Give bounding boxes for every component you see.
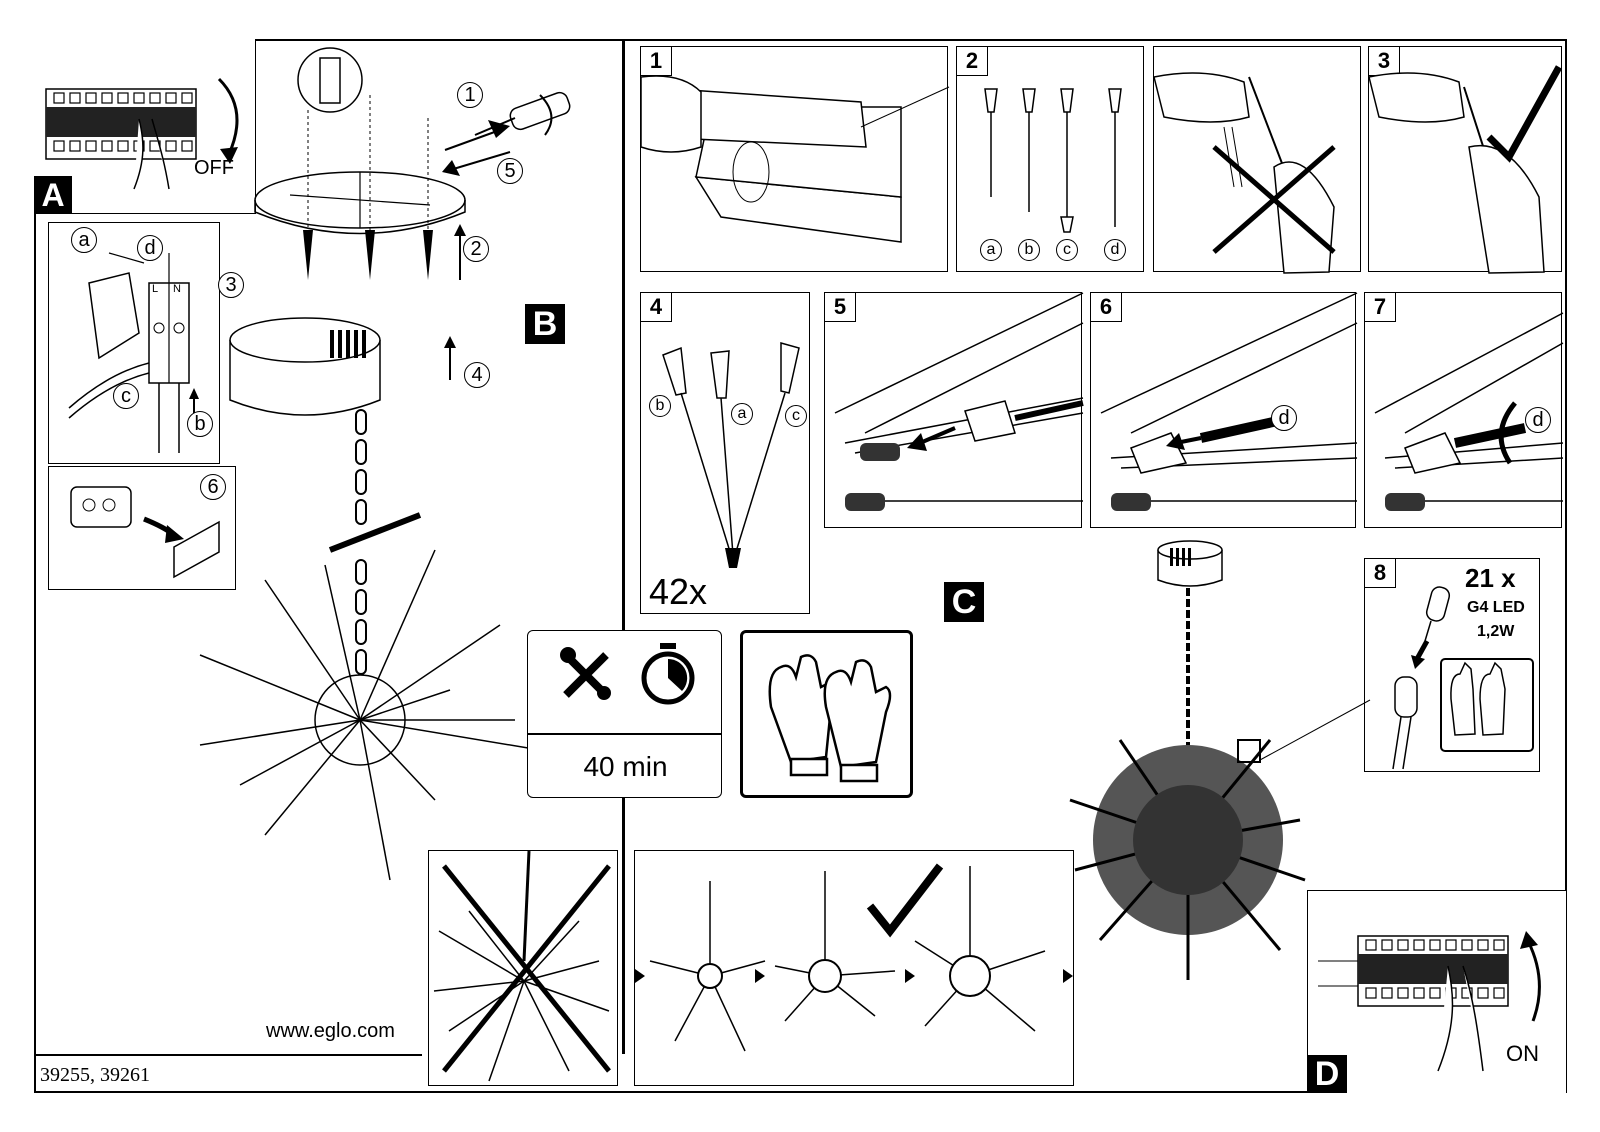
page-frame — [34, 39, 1567, 1093]
step-6-number: 6 — [1090, 292, 1122, 322]
twist-label-d: d — [1525, 407, 1551, 433]
step-1-panel: 1 — [640, 46, 950, 272]
section-b-badge: B — [525, 304, 565, 344]
wire-label-b: b — [187, 411, 213, 437]
connector-drawing — [70, 486, 220, 579]
marker-3: 3 — [218, 272, 244, 298]
tube-label-a: a — [980, 239, 1002, 261]
step-5-panel: 5 — [824, 292, 1084, 528]
gloves-box — [740, 630, 913, 798]
bulb-type: G4 LED — [1467, 599, 1525, 616]
footer-divider — [34, 1054, 422, 1056]
terminal-block-drawing — [68, 252, 199, 453]
section-c-badge: C — [944, 582, 984, 622]
correct-handling-drawing — [1368, 65, 1563, 274]
breaker-on-icon — [1318, 931, 1541, 1072]
step-3-number: 3 — [1368, 46, 1400, 76]
marker-2: 2 — [463, 236, 489, 262]
step-3-panel: 3 — [1368, 46, 1563, 274]
marker-4: 4 — [464, 362, 490, 388]
incorrect-handling-panel — [1153, 46, 1361, 274]
assembly-time: 40 min — [583, 751, 668, 782]
bulb-wattage: 1,2W — [1477, 623, 1515, 640]
step-8-number: 8 — [1364, 558, 1396, 588]
tube-count: 42x — [649, 571, 708, 612]
terminal-letter-n: N — [173, 283, 181, 295]
wire-label-d: d — [137, 235, 163, 261]
assembly-label-a: a — [731, 403, 753, 425]
correct-lamp-sequence-drawing — [635, 863, 1073, 1052]
unpacking-drawing — [640, 75, 950, 243]
twist-rod-drawing — [1374, 312, 1564, 511]
section-a-badge: A — [34, 176, 72, 214]
assembly-label-b: b — [649, 395, 671, 417]
incorrect-lamp-drawing — [433, 850, 611, 1082]
step-2-number: 2 — [956, 46, 988, 76]
tube-types-drawing — [984, 88, 1122, 233]
stopwatch-icon — [641, 643, 695, 705]
section-divider — [622, 39, 625, 1054]
led-bulb-drawing — [1392, 586, 1534, 770]
breaker-icon — [45, 77, 239, 190]
incorrect-handling-drawing — [1153, 72, 1336, 274]
step-1-number: 1 — [640, 46, 672, 76]
tube-label-d: d — [1104, 239, 1126, 261]
tools-icon — [560, 647, 611, 700]
marker-6: 6 — [200, 474, 226, 500]
gloves-icon — [768, 654, 892, 783]
step-5-number: 5 — [824, 292, 856, 322]
bulb-count: 21 x — [1465, 563, 1516, 593]
insert-tube-drawing — [834, 292, 1084, 511]
wire-label-c: c — [113, 383, 139, 409]
assembled-lamp-drawing — [1069, 540, 1306, 980]
assembly-time-box: 40 min — [527, 630, 722, 798]
insert-rod-drawing — [1100, 292, 1358, 511]
website-url: www.eglo.com — [266, 1020, 395, 1042]
marker-5: 5 — [497, 158, 523, 184]
section-d-badge: D — [1307, 1055, 1347, 1093]
step-4-number: 4 — [640, 292, 672, 322]
tube-label-c: c — [1056, 239, 1078, 261]
tube-label-b: b — [1018, 239, 1040, 261]
canopy-chain-drawing — [199, 317, 541, 881]
rod-label-d: d — [1271, 405, 1297, 431]
time-box-divider — [528, 733, 721, 735]
panel-wiring-detail: L N a d c b — [48, 222, 220, 464]
panel-incorrect-assembly — [428, 850, 618, 1086]
step-2-panel: 2 a b c d — [956, 46, 1144, 272]
panel-correct-assembly-sequence — [634, 850, 1074, 1086]
marker-1: 1 — [457, 82, 483, 108]
step-7-panel: 7 d — [1364, 292, 1564, 528]
ceiling-plate-drawing — [254, 47, 571, 280]
step-4-panel: 4 b a c 42x — [640, 292, 810, 614]
panel-d-power-on: ON — [1307, 890, 1566, 1093]
terminal-letter-l: L — [152, 283, 159, 295]
off-label: OFF — [194, 157, 234, 179]
step-6-panel: 6 d — [1090, 292, 1358, 528]
detail-callout-lines — [1259, 699, 1371, 761]
wire-label-a: a — [71, 227, 97, 253]
assembly-label-c: c — [785, 405, 807, 427]
step-8-panel: 8 21 x G4 LED 1,2W — [1364, 558, 1540, 772]
step-7-number: 7 — [1364, 292, 1396, 322]
on-label: ON — [1506, 1041, 1539, 1066]
model-numbers: 39255, 39261 — [40, 1064, 150, 1086]
tube-assembly-drawing — [662, 342, 800, 568]
